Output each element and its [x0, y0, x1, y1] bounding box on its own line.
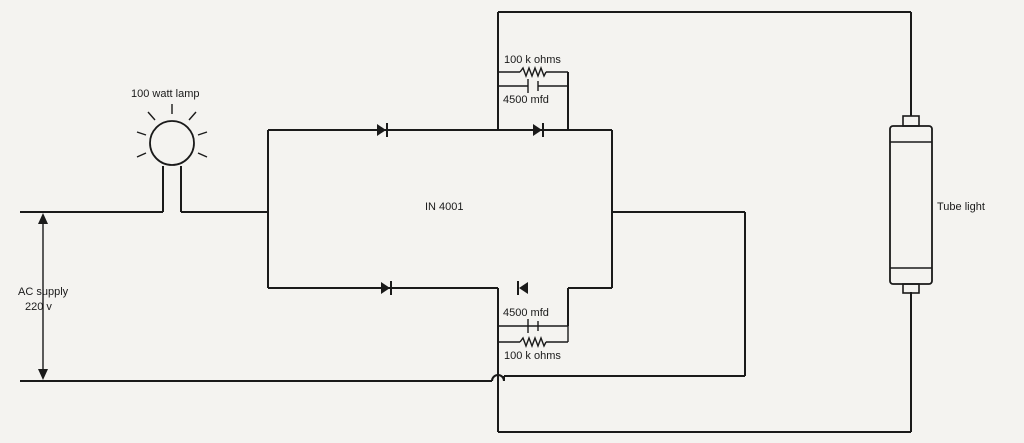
supply-label-line1: AC supply	[18, 286, 69, 298]
supply-bottom-line	[20, 374, 505, 382]
diode-top-right	[533, 123, 544, 137]
resistor-top-label: 100 k ohms	[504, 54, 561, 66]
resistor-bottom-symbol	[519, 336, 547, 348]
capacitor-bottom-label: 4500 mfd	[503, 307, 549, 319]
rc-block-bottom	[497, 288, 569, 432]
supply-top-line	[20, 166, 268, 213]
capacitor-top-symbol	[527, 79, 539, 93]
tube-light-label: Tube light	[937, 201, 985, 213]
diode-bottom-right	[517, 281, 528, 295]
capacitor-bottom-symbol	[527, 319, 539, 333]
supply-arrow	[38, 213, 48, 380]
lamp-label: 100 watt lamp	[131, 88, 199, 100]
resistor-bottom-label: 100 k ohms	[504, 350, 561, 362]
supply-label-line2: 220 v	[25, 301, 52, 313]
tube-light	[889, 115, 933, 294]
resistor-top-symbol	[519, 66, 547, 78]
diode-bottom-left	[381, 281, 392, 295]
capacitor-top-label: 4500 mfd	[503, 94, 549, 106]
right-wires	[497, 11, 912, 433]
diode-part-label: IN 4001	[425, 201, 464, 213]
lamp-bulb	[136, 104, 208, 166]
diode-top-left	[377, 123, 388, 137]
